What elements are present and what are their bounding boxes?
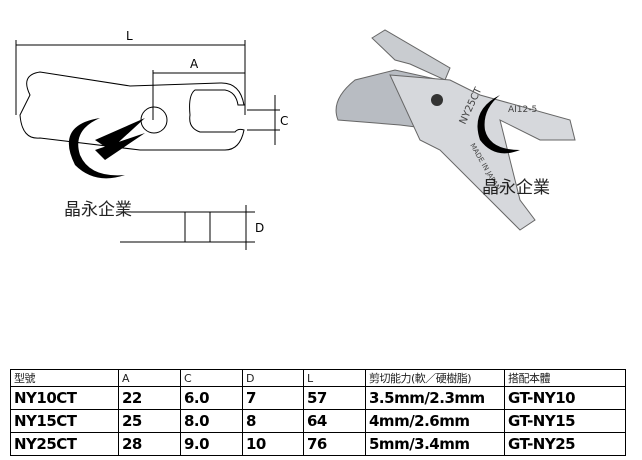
cell: 64 [303,409,366,433]
dim-D-label: D [255,221,264,235]
dim-C-label: C [280,114,288,128]
cell: GT-NY10 [504,386,626,410]
header-cell: 搭配本體 [504,369,626,387]
header-cell: 型號 [10,369,119,387]
watermark-text: 晶永企業 [64,200,132,220]
watermark-text: 晶永企業 [482,178,550,198]
header-cell: D [242,369,304,387]
header-cell: 剪切能力(軟／硬樹脂) [365,369,505,387]
header-cell: L [303,369,366,387]
cell: 76 [303,432,366,456]
cell: 9.0 [180,432,243,456]
cell: NY15CT [10,409,119,433]
engraving-part: AI12-5 [508,105,537,115]
table-header-row: 型號 A C D L 剪切能力(軟／硬樹脂) 搭配本體 [10,369,626,387]
cell: 6.0 [180,386,243,410]
cell: 25 [118,409,181,433]
header-cell: A [118,369,181,387]
cell: NY25CT [10,432,119,456]
cell: 10 [242,432,304,456]
cell: 8.0 [180,409,243,433]
cell: 22 [118,386,181,410]
cell: 4mm/2.6mm [365,409,505,433]
dim-A-label: A [190,57,199,71]
watermark-logo-icon [68,118,145,179]
header-cell: C [180,369,243,387]
cell: 28 [118,432,181,456]
cell: GT-NY15 [504,409,626,433]
dim-L-label: L [126,29,133,43]
cell: 7 [242,386,304,410]
cell: 3.5mm/2.3mm [365,386,505,410]
cell: 57 [303,386,366,410]
cell: 5mm/3.4mm [365,432,505,456]
cell: NY10CT [10,386,119,410]
cell: 8 [242,409,304,433]
technical-drawing: NY25CT AI12-5 MADE IN JAPAN L A C D [15,29,576,250]
cell: GT-NY25 [504,432,626,456]
cutter-blade-photo: NY25CT AI12-5 MADE IN JAPAN [335,29,576,231]
